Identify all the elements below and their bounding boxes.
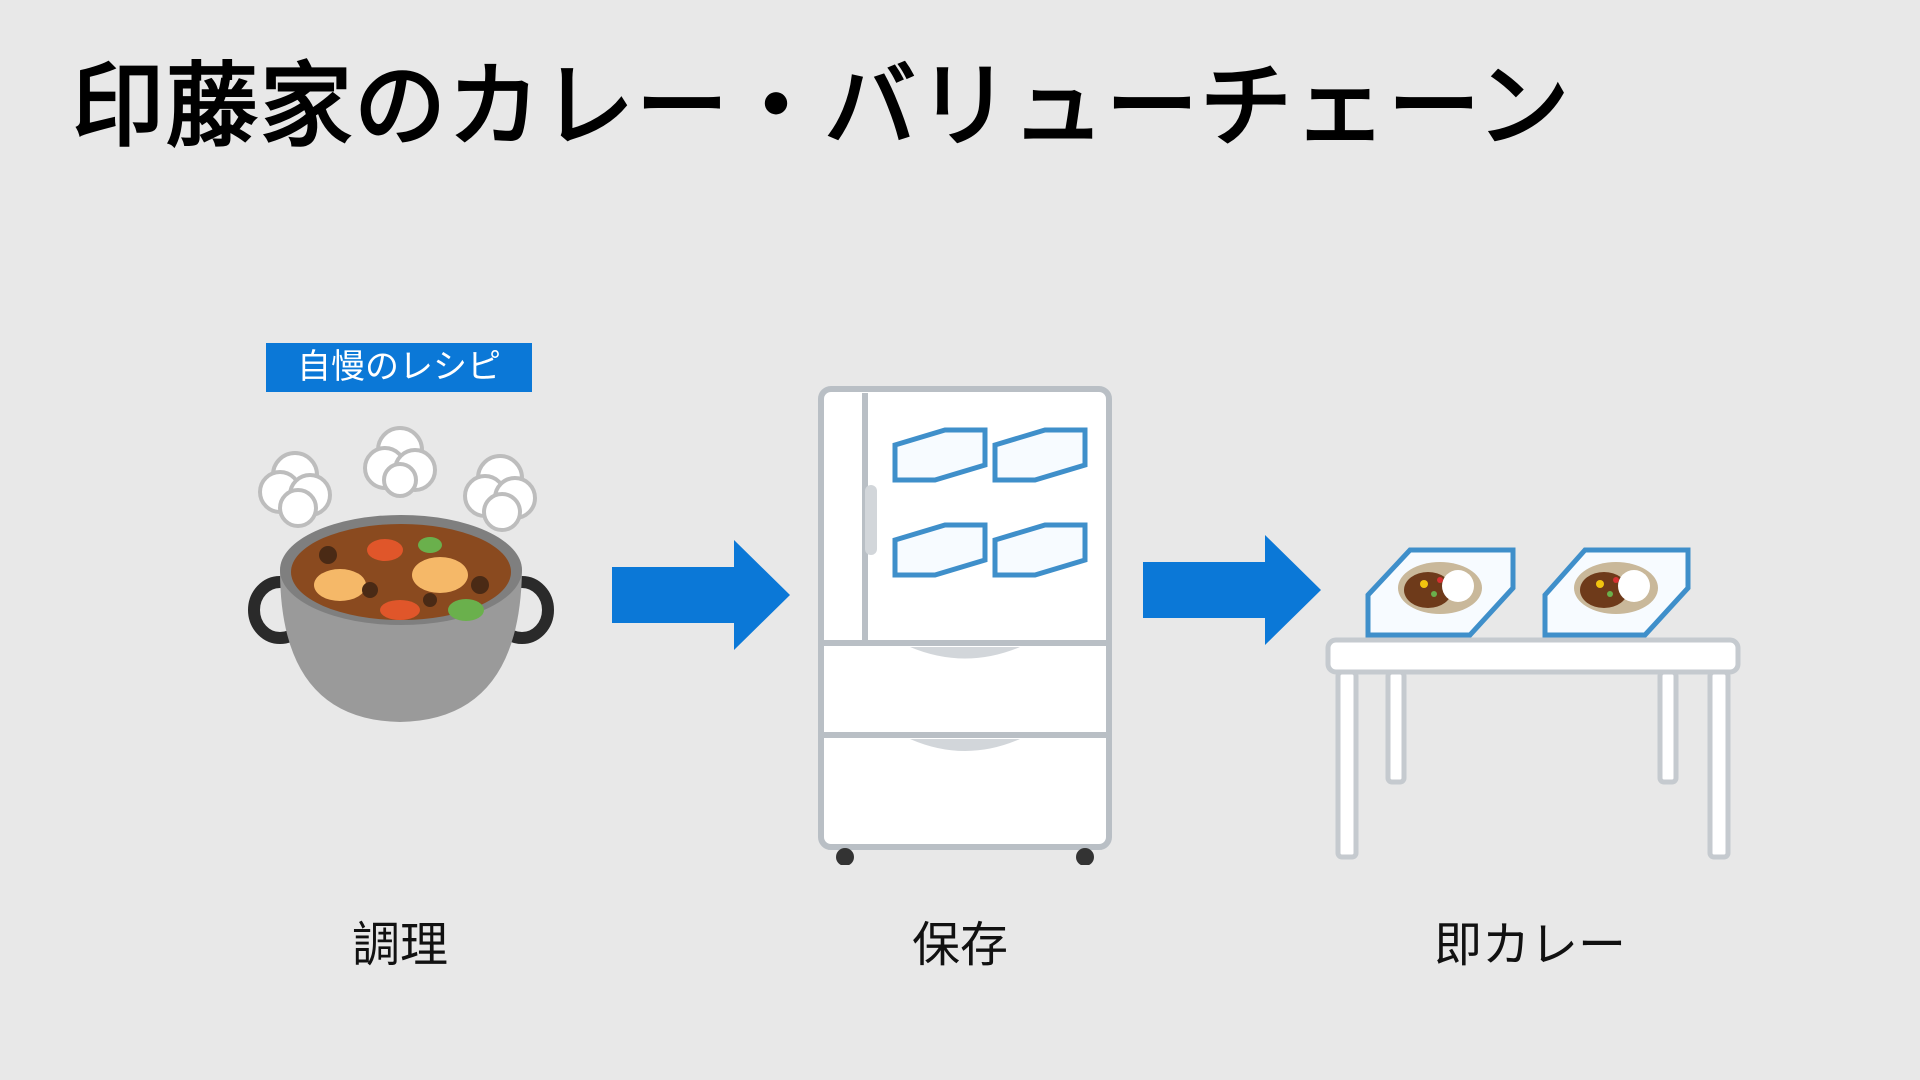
- arrow-right-icon: [612, 540, 790, 650]
- step-label-instant-curry: 即カレー: [1433, 917, 1626, 973]
- refrigerator-icon: [818, 386, 1112, 865]
- arrow-right-icon: [1143, 535, 1321, 645]
- curry-table-icon: [1325, 547, 1741, 860]
- recipe-tag: 自慢のレシピ: [266, 343, 532, 392]
- page-title: 印藤家のカレー・バリューチェーン: [72, 53, 1572, 160]
- curry-pot-icon: [248, 426, 554, 722]
- step-label-cooking: 調理: [351, 917, 448, 973]
- step-label-storage: 保存: [911, 917, 1008, 973]
